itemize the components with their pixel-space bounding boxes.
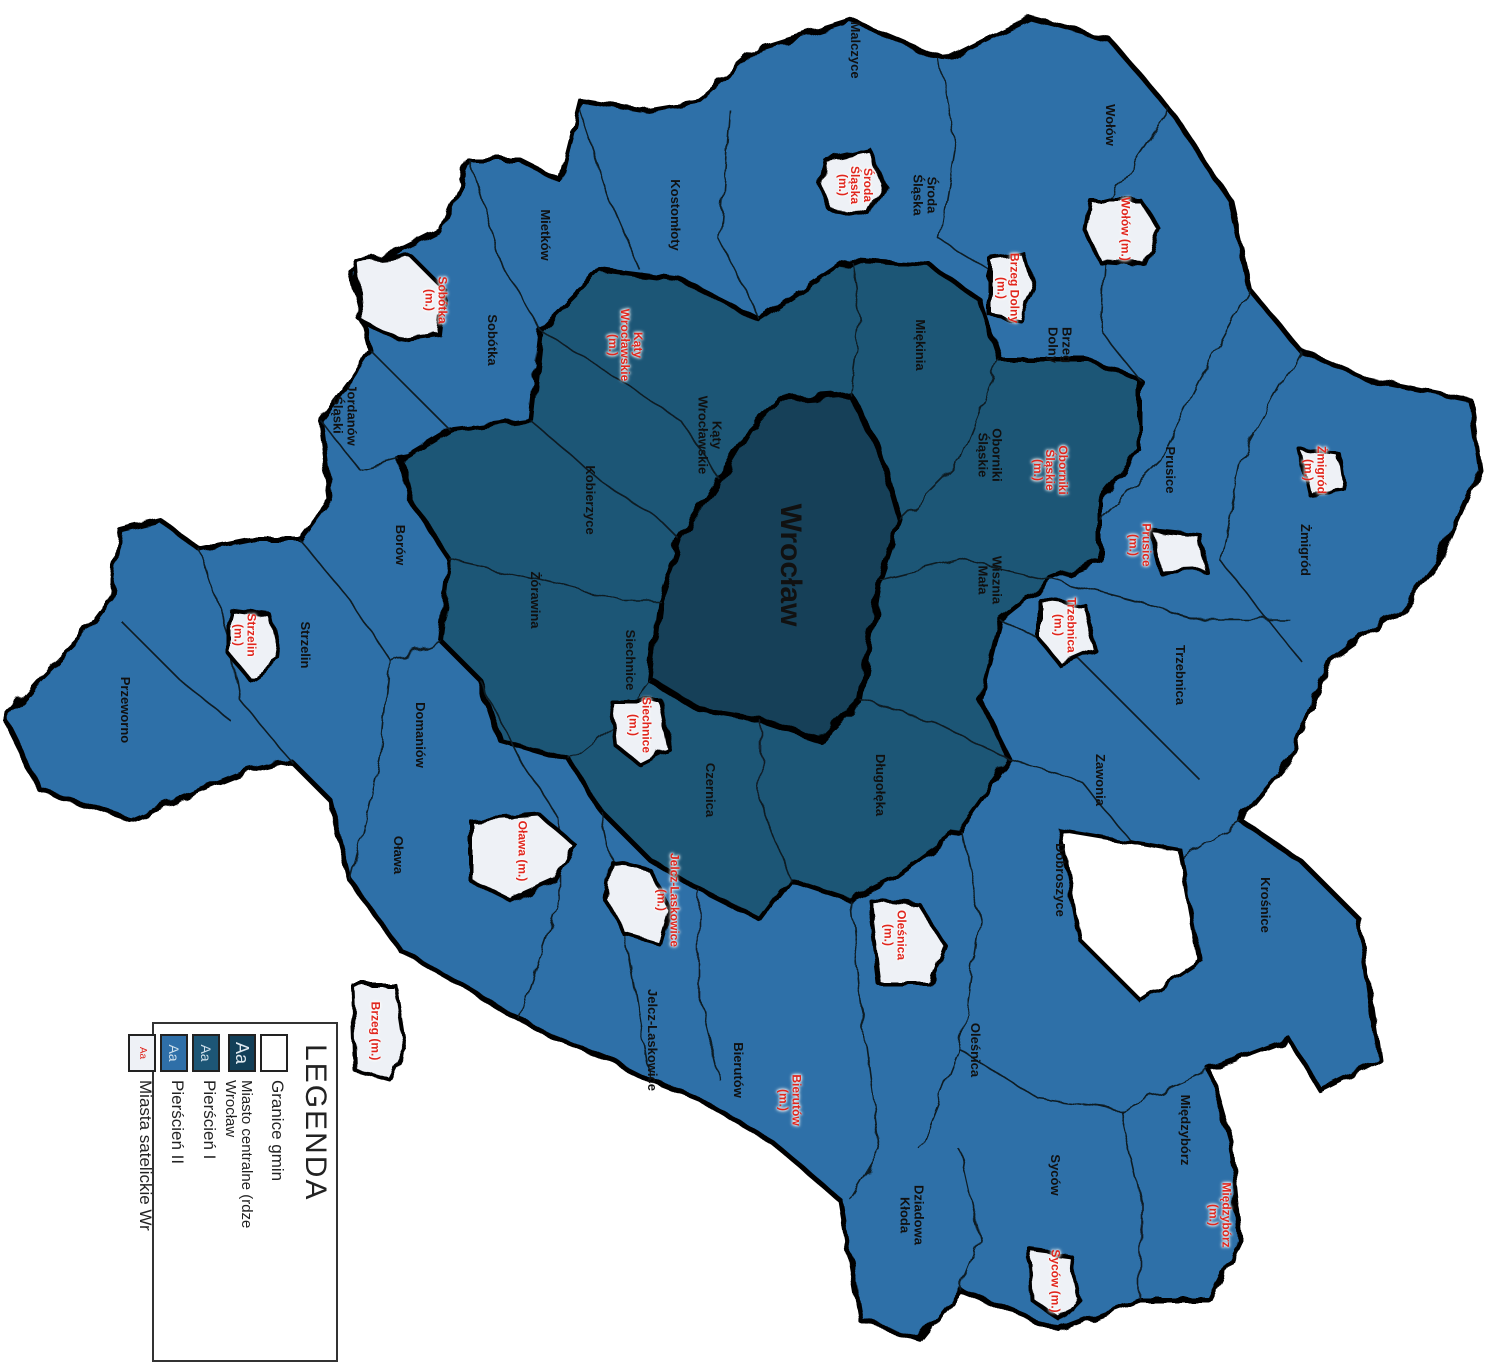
label-brzeg-dolny: Brzeg Dolny bbox=[1046, 326, 1075, 364]
town-strzelin bbox=[228, 608, 282, 682]
town-jelcz bbox=[603, 858, 672, 947]
town-brzeg-dolny bbox=[988, 253, 1037, 322]
town-sobotka bbox=[353, 253, 447, 342]
label-bierutow-town: Bierutów (m.) bbox=[777, 1074, 804, 1126]
town-wolow bbox=[1083, 198, 1162, 267]
municipality-boundaries bbox=[119, 59, 1301, 1300]
label-wolow: Wołów bbox=[1102, 104, 1118, 146]
legend-swatch-ring2: Aa bbox=[160, 1034, 188, 1072]
label-sycow-town: Syców (m.) bbox=[1048, 1249, 1063, 1313]
label-siechnice-town: Siechnice (m.) bbox=[627, 696, 654, 754]
legend-item-core: Aa Miasto centralne (rdze Wrocław bbox=[222, 1034, 256, 1228]
label-czernica: Czernica bbox=[702, 762, 718, 818]
label-borow: Borów bbox=[392, 524, 408, 566]
town-sycow bbox=[1028, 1248, 1082, 1322]
map-legend: LEGENDA Granice gmin Aa Miasto centralne… bbox=[128, 1022, 338, 1362]
label-sobotka: Sobótka bbox=[484, 314, 500, 366]
label-siechnice: Siechnice bbox=[622, 629, 638, 691]
town-olesnica bbox=[868, 898, 947, 987]
label-trzebnica: Trzebnica bbox=[1172, 645, 1188, 705]
legend-swatch-ring1: Aa bbox=[192, 1034, 220, 1072]
outside-area bbox=[1057, 827, 1203, 1003]
label-miekinia: Miękinia bbox=[912, 319, 928, 371]
town-siechnice bbox=[608, 698, 672, 767]
label-brzeg-dolny-town: Brzeg Dolny (m.) bbox=[995, 252, 1022, 324]
label-oborniki: Oborniki Śląskie bbox=[976, 428, 1005, 482]
legend-text-boundaries: Granice gmin bbox=[268, 1080, 287, 1182]
legend-text-ring1: Pierścień I bbox=[200, 1080, 219, 1160]
legend-title: LEGENDA bbox=[299, 1044, 332, 1202]
label-zorawina: Żórawina bbox=[527, 571, 543, 629]
label-oborniki-town: Oborniki Śląskie (m.) bbox=[1030, 445, 1070, 495]
label-olawa-town: Oława (m.) bbox=[515, 820, 530, 882]
town-brzeg bbox=[350, 983, 407, 1082]
label-olawa: Oława bbox=[390, 835, 406, 875]
label-jelcz-town: Jelcz-Laskowice (m.) bbox=[655, 852, 682, 948]
legend-swatch-boundaries bbox=[260, 1034, 288, 1072]
label-olesnica-town: Oleśnica (m.) bbox=[882, 909, 909, 961]
label-katy-town: Kąty Wrocławskie (m.) bbox=[605, 308, 645, 382]
label-mietkow: Mietków bbox=[537, 209, 553, 261]
town-sroda bbox=[818, 148, 887, 217]
label-prusice: Prusice bbox=[1162, 446, 1178, 494]
label-trzebnica-town: Trzebnica (m.) bbox=[1052, 597, 1079, 653]
label-strzelin-town: Strzelin (m.) bbox=[232, 613, 259, 657]
label-olesnica: Oleśnica bbox=[967, 1022, 983, 1078]
legend-item-satellite: Aa Miasta satelickie Wr bbox=[128, 1034, 156, 1231]
label-sroda: Środa Śląska bbox=[911, 174, 940, 216]
label-zmigrod: Żmigród bbox=[1297, 524, 1313, 576]
legend-text-core: Miasto centralne (rdze Wrocław bbox=[222, 1080, 255, 1229]
label-jordanow: Jordanów Śląski bbox=[331, 384, 360, 446]
town-zmigrod bbox=[1298, 448, 1347, 497]
legend-text-ring2: Pierścień II bbox=[168, 1080, 187, 1165]
legend-item-ring1: Aa Pierścień I bbox=[192, 1034, 220, 1159]
legend-swatch-core: Aa bbox=[228, 1034, 256, 1072]
legend-item-ring2: Aa Pierścień II bbox=[160, 1034, 188, 1164]
town-prusice bbox=[1148, 528, 1207, 574]
label-brzeg-town: Brzeg (m.) bbox=[368, 1001, 383, 1061]
label-strzelin: Strzelin bbox=[297, 621, 313, 669]
town-olawa bbox=[468, 813, 577, 902]
label-zawonia: Zawonia bbox=[1092, 753, 1108, 807]
label-katy: Kąty Wrocławskie bbox=[696, 395, 725, 475]
label-sroda-town: Środa Śląska (m.) bbox=[835, 165, 875, 205]
label-miedzybor-town: Międzybórz (m.) bbox=[1207, 1182, 1234, 1248]
label-krosnice: Krośnice bbox=[1257, 877, 1273, 933]
satellite-towns bbox=[228, 148, 1347, 1322]
legend-swatch-satellite: Aa bbox=[128, 1034, 156, 1072]
label-sobotka-town: Sobótka (m.) bbox=[423, 276, 450, 324]
label-wolow-town: Wołów (m.) bbox=[1118, 197, 1133, 261]
label-domaniow: Domaniów bbox=[412, 702, 428, 768]
label-zmigrod-town: Żmigród (m.) bbox=[1302, 446, 1329, 494]
label-miedzybor: Międzybórz bbox=[1177, 1094, 1193, 1166]
label-wroclaw: Wrocław bbox=[773, 503, 807, 627]
label-przeworno: Przeworno bbox=[117, 676, 133, 744]
label-kobierzyce: Kobierzyce bbox=[582, 465, 598, 535]
town-trzebnica bbox=[1038, 598, 1097, 667]
label-malczyce: Malczyce bbox=[847, 21, 863, 79]
label-wisznia: Wisznia Mała bbox=[976, 555, 1005, 605]
legend-item-boundaries: Granice gmin bbox=[260, 1034, 288, 1181]
legend-text-satellite: Miasta satelickie Wr bbox=[136, 1080, 155, 1231]
label-dobroszyce: Dobroszyce bbox=[1052, 843, 1068, 917]
label-kostomloty: Kostomłoty bbox=[667, 179, 683, 251]
label-dziadowa: Dziadowa Kłoda bbox=[898, 1185, 927, 1245]
wroclaw-core-region bbox=[647, 392, 903, 743]
label-dlugoleka: Długołęka bbox=[872, 753, 888, 817]
label-prusice-town: Prusice (m.) bbox=[1127, 523, 1154, 567]
label-sycow: Syców bbox=[1047, 1154, 1063, 1196]
